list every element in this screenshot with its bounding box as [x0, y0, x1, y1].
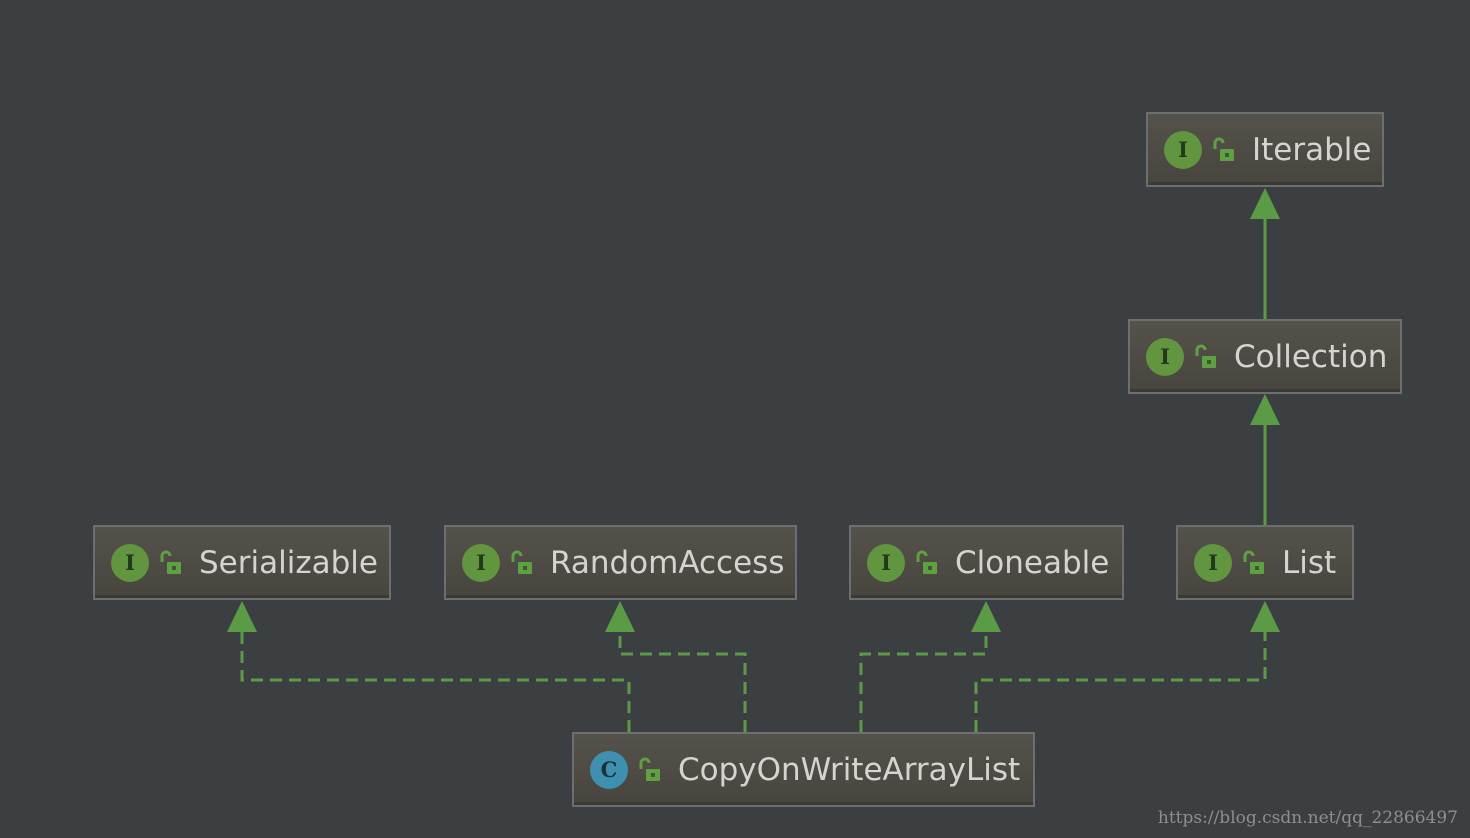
arrowhead-cloneable: [971, 601, 1001, 632]
node-cloneable[interactable]: I Cloneable: [849, 525, 1124, 600]
edge-copyonwritearraylist-to-serializable: [240, 631, 631, 732]
unlocked-padlock-icon: [916, 550, 937, 574]
node-label: RandomAccess: [550, 544, 785, 581]
node-label: CopyOnWriteArrayList: [678, 751, 1021, 788]
node-label: Collection: [1234, 338, 1388, 375]
node-copyonwritearraylist[interactable]: C CopyOnWriteArrayList: [572, 732, 1035, 807]
unlocked-padlock-icon: [160, 550, 181, 574]
node-label: Serializable: [199, 544, 378, 581]
arrowhead-iterable: [1250, 188, 1280, 219]
interface-badge-icon: I: [1194, 543, 1232, 582]
unlocked-padlock-icon: [639, 757, 660, 781]
interface-badge-icon: I: [462, 543, 500, 582]
arrowhead-list: [1250, 601, 1280, 632]
unlocked-padlock-icon: [1213, 137, 1234, 161]
unlocked-padlock-icon: [1195, 344, 1216, 368]
node-randomaccess[interactable]: I RandomAccess: [444, 525, 797, 600]
edge-copyonwritearraylist-to-list: [974, 631, 1267, 732]
node-label: Cloneable: [955, 544, 1110, 581]
interface-badge-icon: I: [111, 543, 149, 582]
node-collection[interactable]: I Collection: [1128, 319, 1402, 394]
watermark-url: https://blog.csdn.net/qq_22866497: [1157, 808, 1458, 828]
edge-copyonwritearraylist-to-randomaccess: [618, 631, 747, 732]
arrowhead-serializable: [227, 601, 257, 632]
unlocked-padlock-icon: [1243, 550, 1264, 574]
unlocked-padlock-icon: [511, 550, 532, 574]
arrowhead-randomaccess: [605, 601, 635, 632]
node-serializable[interactable]: I Serializable: [93, 525, 391, 600]
node-list[interactable]: I List: [1176, 525, 1354, 600]
interface-badge-icon: I: [867, 543, 905, 582]
node-label: List: [1282, 544, 1337, 581]
node-iterable[interactable]: I Iterable: [1146, 112, 1384, 187]
edge-copyonwritearraylist-to-cloneable: [859, 631, 988, 732]
arrowhead-collection: [1250, 394, 1280, 425]
class-badge-icon: C: [590, 750, 628, 789]
node-label: Iterable: [1252, 131, 1372, 168]
interface-badge-icon: I: [1146, 337, 1184, 376]
interface-badge-icon: I: [1164, 130, 1202, 169]
